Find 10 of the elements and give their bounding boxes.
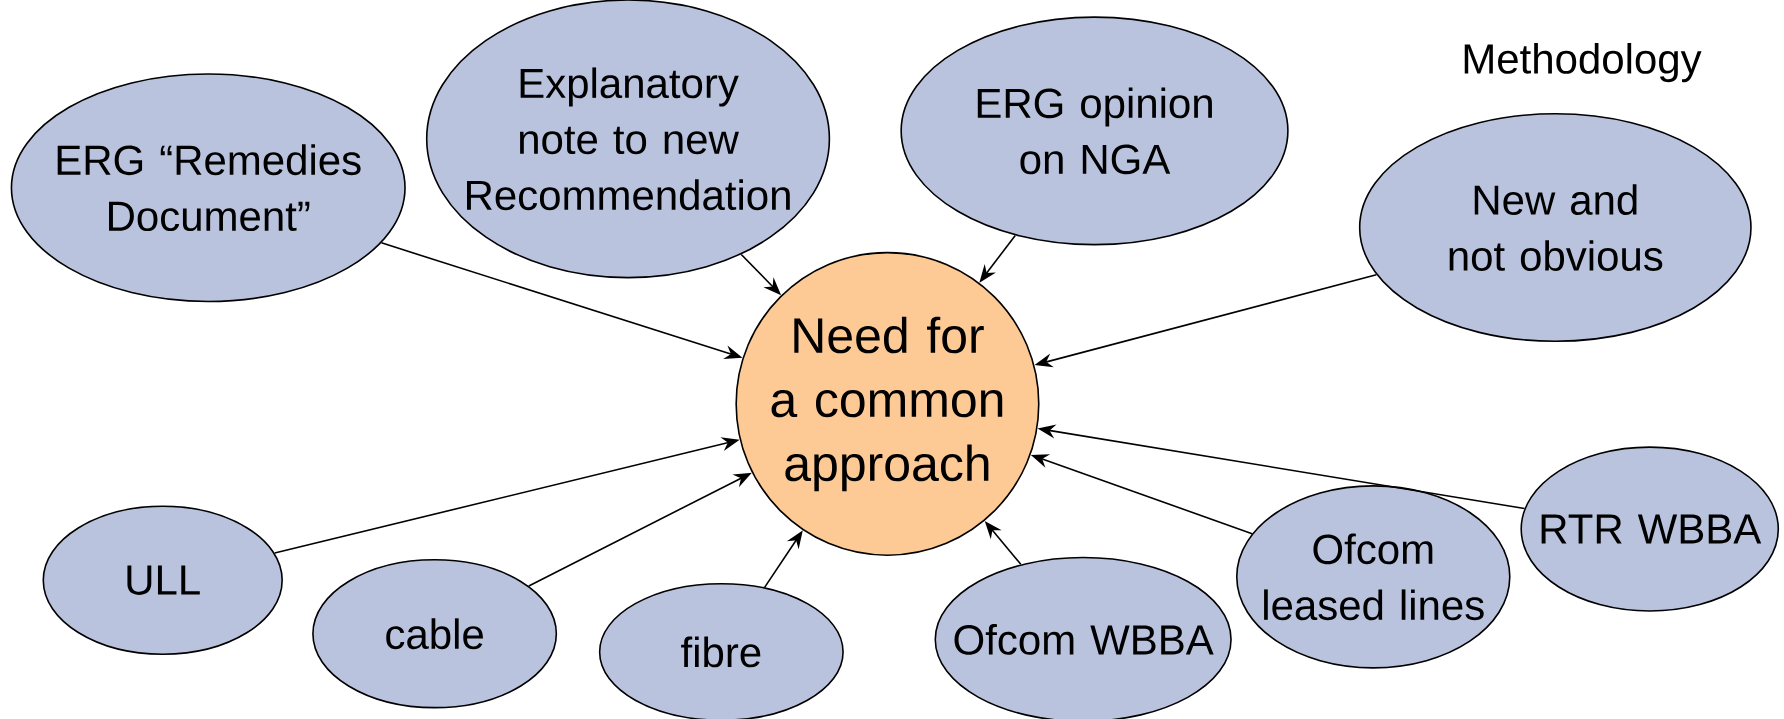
ellipse-node: Ofcom WBBA — [934, 556, 1232, 719]
ellipse-node: ULL — [42, 505, 283, 655]
ellipse-node: fibre — [598, 582, 844, 719]
circle-node: Need for a common approach — [735, 251, 1040, 556]
ellipse-node: New and not obvious — [1358, 113, 1752, 343]
ellipse-node: ERG opinion on NGA — [900, 16, 1289, 246]
ellipse-node: ERG “Remedies Document” — [10, 73, 406, 303]
ellipse-node: cable — [312, 558, 558, 709]
ellipse-node: Ofcom leased lines — [1236, 485, 1511, 669]
ellipse-node: RTR WBBA — [1520, 446, 1780, 612]
